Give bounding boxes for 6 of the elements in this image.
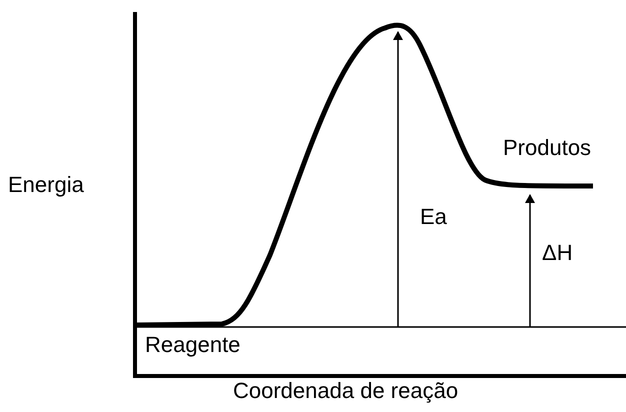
axis-label: Energia [8,174,84,196]
dimension-label: Ea [420,206,447,228]
curve-label: Produtos [503,137,592,159]
dimension-label: ΔH [542,242,573,264]
curve-label: Reagente [145,334,240,356]
axis-label: Coordenada de reação [233,380,458,402]
